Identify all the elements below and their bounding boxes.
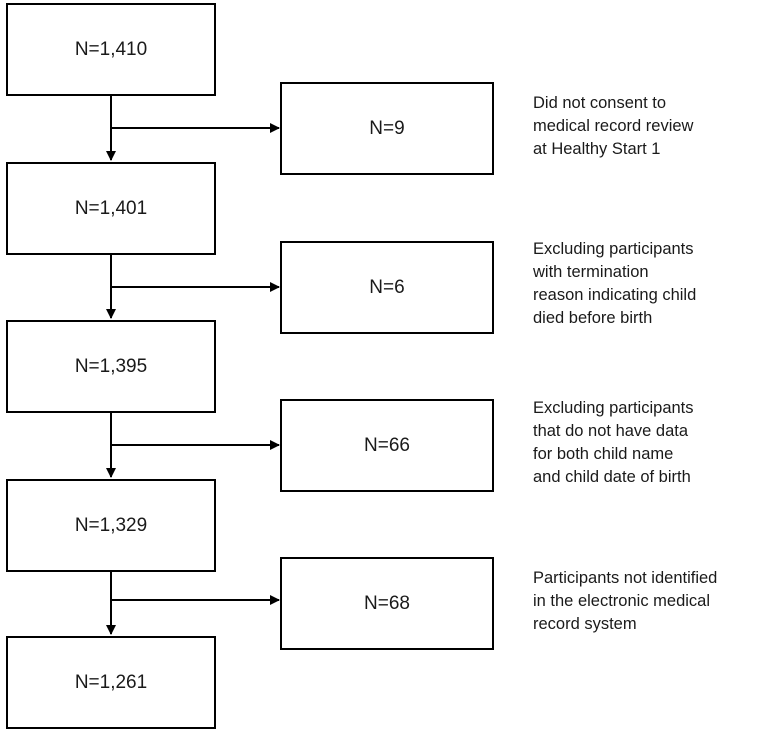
exclusion-note-3: Excluding participants that do not have … xyxy=(533,399,694,486)
stage-box-1: N=1,410 xyxy=(6,3,216,96)
stage-box-4: N=1,329 xyxy=(6,479,216,572)
stage-count-4: N=1,329 xyxy=(74,514,148,536)
exclusion-count-2: N=6 xyxy=(369,276,405,298)
exclusion-note-2: Excluding participants with termination … xyxy=(533,240,697,327)
stage-box-2: N=1,401 xyxy=(6,162,216,255)
exclusion-box-2: N=6 xyxy=(280,241,494,334)
exclusion-box-4: N=68 xyxy=(280,557,494,650)
exclusion-count-1: N=9 xyxy=(369,117,405,139)
exclusion-count-3: N=66 xyxy=(364,434,410,456)
stage-box-5: N=1,261 xyxy=(6,636,216,729)
stage-count-3: N=1,395 xyxy=(74,355,148,377)
exclusion-note-4: Participants not identified in the elect… xyxy=(533,569,718,633)
exclusion-count-4: N=68 xyxy=(364,592,410,614)
exclusion-box-3: N=66 xyxy=(280,399,494,492)
stage-box-3: N=1,395 xyxy=(6,320,216,413)
exclusion-box-1: N=9 xyxy=(280,82,494,175)
stage-count-5: N=1,261 xyxy=(74,671,148,693)
stage-count-2: N=1,401 xyxy=(74,197,148,219)
stage-count-1: N=1,410 xyxy=(74,38,148,60)
exclusion-note-1: Did not consent to medical record review… xyxy=(533,94,694,158)
